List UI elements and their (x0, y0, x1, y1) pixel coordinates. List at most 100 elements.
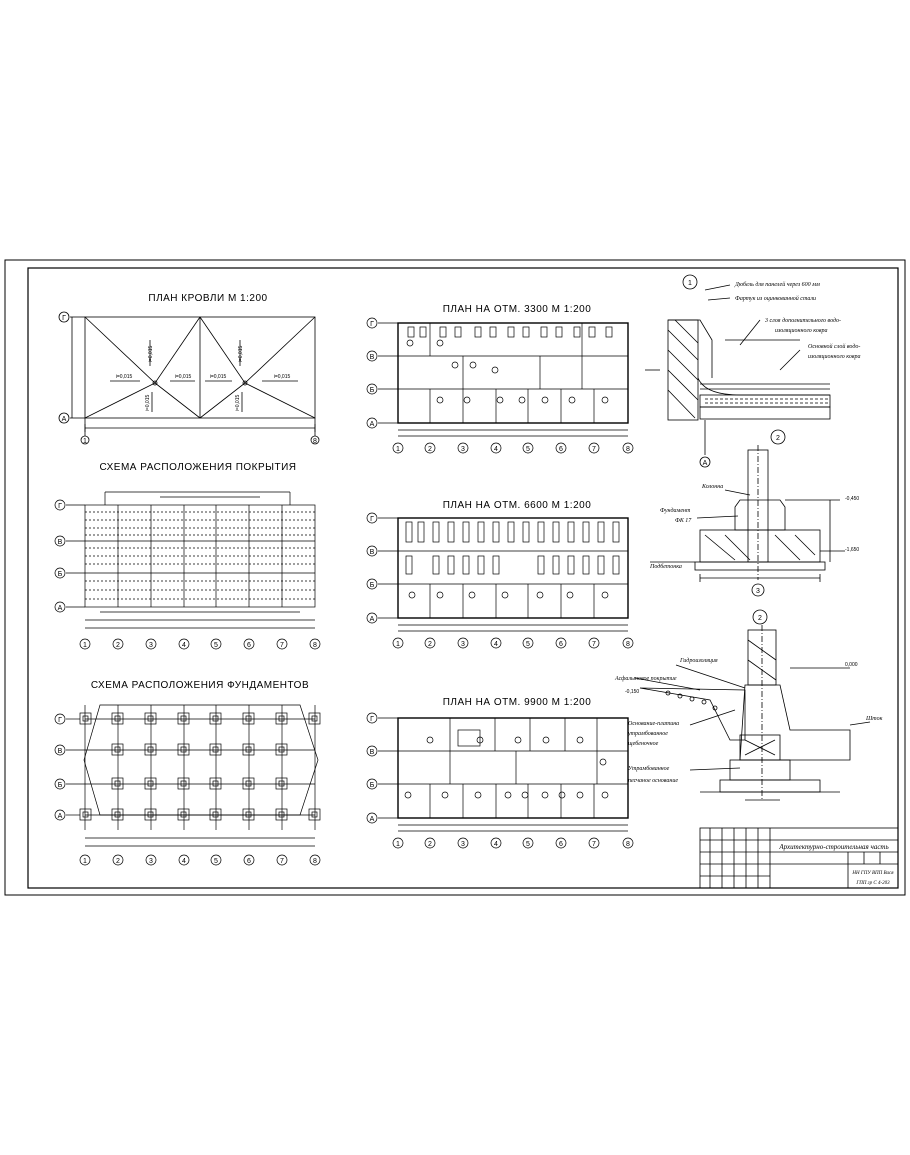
d2-prep: Подбетонка (649, 563, 682, 570)
rl-axis-2: 2 (116, 642, 120, 649)
title-block-project: Архитектурно-строительная часть (778, 843, 888, 851)
title-plan-6600: ПЛАН НА ОТМ. 6600 М 1:200 (443, 500, 592, 511)
title-block-group: ГПП гр С 4-203 (855, 881, 890, 886)
foundation-scheme (54, 704, 321, 866)
d3-base-3: щебеночное (628, 740, 659, 747)
roof-slope-8: i=0,015 (235, 395, 241, 412)
fd-axis-2: 2 (116, 858, 120, 865)
roof-slope-6: i=0,015 (274, 374, 291, 380)
d2-foundation-mark: ФК 17 (675, 518, 692, 524)
rl-axis-a: А (58, 605, 63, 612)
roof-axis-g: Г (62, 315, 66, 322)
rl-axis-3: 3 (149, 642, 153, 649)
roof-slope-3: i=0,015 (116, 374, 133, 380)
d3-base-2: утрамбованное (627, 730, 668, 737)
plan-3300-axis-labels: 1 2 3 4 5 6 7 8 Г В Б А (370, 321, 630, 453)
p2-axis-1: 1 (396, 641, 400, 648)
d1-axis-a: А (703, 460, 708, 467)
d1-note-2: Фартук из оцинкованной стали (735, 295, 816, 302)
p2-axis-3: 3 (461, 641, 465, 648)
fd-axis-6: 6 (247, 858, 251, 865)
p1-axis-7: 7 (592, 446, 596, 453)
p2-axis-5: 5 (526, 641, 530, 648)
detail-2-foundation (650, 429, 845, 597)
d2-level-2: -1,650 (845, 547, 859, 553)
roof-axis-8: 8 (313, 438, 317, 445)
p1-axis-5: 5 (526, 446, 530, 453)
title-plan-9900: ПЛАН НА ОТМ. 9900 М 1:200 (443, 697, 592, 708)
d2-level-1: -0,450 (845, 496, 859, 502)
rl-axis-7: 7 (280, 642, 284, 649)
roof-layout-axis-labels: 1 2 3 4 5 6 7 8 Г В Б А (58, 503, 317, 649)
p1-axis-a: А (370, 421, 375, 428)
d3-base-1: Основание-платина (628, 721, 679, 727)
fd-axis-b: Б (58, 782, 63, 789)
roof-slope-7: i=0,015 (145, 395, 151, 412)
detail-3-wall-base (634, 609, 871, 801)
roof-slope-4: i=0,015 (175, 374, 192, 380)
p3-axis-7: 7 (592, 841, 596, 848)
p3-axis-a: А (370, 816, 375, 823)
p2-axis-4: 4 (494, 641, 498, 648)
title-block (699, 827, 899, 889)
p2-axis-b: Б (370, 582, 375, 589)
p1-axis-b: Б (370, 387, 375, 394)
rl-axis-4: 4 (182, 642, 186, 649)
roof-axis-a: А (62, 416, 67, 423)
rl-axis-g: Г (58, 503, 62, 510)
roof-slope-5: i=0,015 (210, 374, 227, 380)
d3-plinth: Шток (865, 716, 883, 722)
p1-axis-g: Г (370, 321, 374, 328)
d2-foundation: Фундамент (660, 507, 691, 514)
plan-9900-axis-labels: 1 2 3 4 5 6 7 8 Г В Б А (370, 716, 630, 848)
d3-base-4: Утрамбованное (628, 765, 670, 772)
p2-axis-8: 8 (626, 641, 630, 648)
plan-9900 (366, 712, 634, 849)
d2-column: Колонна (701, 484, 723, 490)
fd-axis-5: 5 (214, 858, 218, 865)
p3-axis-3: 3 (461, 841, 465, 848)
d3-asphalt: Асфальтовое покрытие (614, 675, 677, 682)
outer-frame (4, 259, 906, 896)
foundation-axis-labels: 1 2 3 4 5 6 7 8 Г В Б А (58, 717, 317, 865)
p2-axis-v: В (370, 549, 375, 556)
fd-axis-7: 7 (280, 858, 284, 865)
p1-axis-1: 1 (396, 446, 400, 453)
roof-plan (58, 311, 320, 445)
fd-axis-a: А (58, 813, 63, 820)
fd-axis-g: Г (58, 717, 62, 724)
p3-axis-b: Б (370, 782, 375, 789)
d3-level-neg: -0,150 (625, 689, 639, 695)
d1-note-6: изоляционного ковра (808, 354, 861, 360)
rl-axis-6: 6 (247, 642, 251, 649)
d1-note-1: Дюбель для панелей через 600 мм (734, 281, 820, 288)
rl-axis-v: В (58, 539, 63, 546)
inner-frame (27, 267, 899, 889)
p2-axis-2: 2 (428, 641, 432, 648)
plan-6600 (366, 512, 634, 649)
d1-note-5: Основной слой водо- (808, 343, 860, 350)
p1-axis-4: 4 (494, 446, 498, 453)
p3-axis-6: 6 (559, 841, 563, 848)
p2-axis-7: 7 (592, 641, 596, 648)
p3-axis-2: 2 (428, 841, 432, 848)
rl-axis-b: Б (58, 571, 63, 578)
d3-level-0: 0,000 (845, 662, 858, 668)
p1-axis-3: 3 (461, 446, 465, 453)
p3-axis-1: 1 (396, 841, 400, 848)
plan-6600-axis-labels: 1 2 3 4 5 6 7 8 Г В Б А (370, 516, 630, 648)
p1-axis-6: 6 (559, 446, 563, 453)
p1-axis-8: 8 (626, 446, 630, 453)
detail-3-number: 2 (758, 615, 762, 622)
d1-note-3: 3 слоя дополнительного водо- (764, 317, 841, 324)
rl-axis-5: 5 (214, 642, 218, 649)
title-plan-3300: ПЛАН НА ОТМ. 3300 М 1:200 (443, 304, 592, 315)
plan-3300 (366, 317, 634, 454)
d3-base-5: песчаное основание (628, 778, 678, 784)
p3-axis-4: 4 (494, 841, 498, 848)
roof-axis-1: 1 (83, 438, 87, 445)
roof-slope-2: i=0,015 (238, 346, 244, 363)
p3-axis-8: 8 (626, 841, 630, 848)
roof-layout-scheme (54, 491, 321, 650)
